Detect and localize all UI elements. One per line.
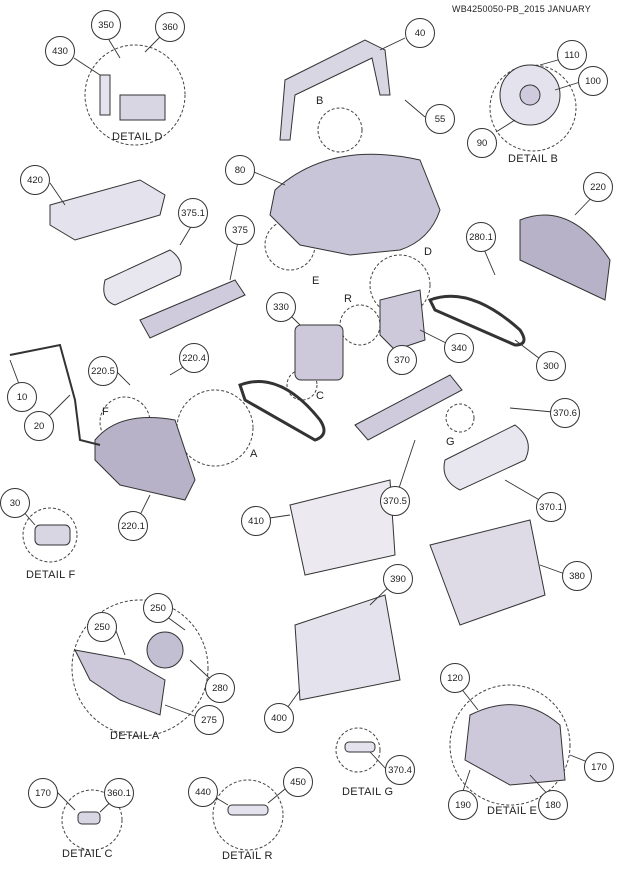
callout-100: 100 <box>578 66 608 96</box>
callout-340: 340 <box>444 333 474 363</box>
callout-250-left: 250 <box>87 612 117 642</box>
callout-250-right: 250 <box>143 593 173 623</box>
callout-410: 410 <box>241 506 271 536</box>
callout-90: 90 <box>467 128 497 158</box>
detail-c-label: DETAIL C <box>62 848 113 860</box>
document-id: WB4250050-PB_2015 JANUARY <box>452 4 591 14</box>
callout-390: 390 <box>383 564 413 594</box>
detail-d-label: DETAIL D <box>112 131 163 143</box>
callout-120: 120 <box>440 663 470 693</box>
callout-55: 55 <box>425 104 455 134</box>
callout-180: 180 <box>538 790 568 820</box>
callout-375-1: 375.1 <box>178 198 208 228</box>
callout-10: 10 <box>7 382 37 412</box>
callout-370-1: 370.1 <box>536 492 566 522</box>
callout-220-4: 220.4 <box>179 343 209 373</box>
callout-370-4: 370.4 <box>385 755 415 785</box>
detail-a-label: DETAIL A <box>110 730 160 742</box>
detail-f-label: DETAIL F <box>26 569 76 581</box>
letter-b: B <box>316 95 324 107</box>
callout-40: 40 <box>405 18 435 48</box>
callout-350: 350 <box>91 10 121 40</box>
callout-370-6: 370.6 <box>550 398 580 428</box>
callout-360: 360 <box>155 12 185 42</box>
callout-370: 370 <box>387 345 417 375</box>
letter-c: C <box>316 390 324 402</box>
callout-330: 330 <box>266 292 296 322</box>
callout-450: 450 <box>283 767 313 797</box>
letter-d: D <box>424 246 432 258</box>
letter-f: F <box>102 406 109 418</box>
letter-a: A <box>250 448 258 460</box>
callout-20: 20 <box>24 411 54 441</box>
callout-400: 400 <box>264 703 294 733</box>
letter-g: G <box>446 436 455 448</box>
detail-e-label: DETAIL E <box>487 805 538 817</box>
detail-b-label: DETAIL B <box>508 153 559 165</box>
callout-110: 110 <box>557 40 587 70</box>
callout-280: 280 <box>205 673 235 703</box>
callout-30: 30 <box>0 488 30 518</box>
callout-220-5: 220.5 <box>88 356 118 386</box>
callout-220-1: 220.1 <box>118 511 148 541</box>
callout-370-5: 370.5 <box>380 486 410 516</box>
callout-275: 275 <box>194 705 224 735</box>
detail-g-label: DETAIL G <box>342 786 394 798</box>
callout-360-1: 360.1 <box>104 778 134 808</box>
callout-80: 80 <box>225 155 255 185</box>
callout-280-1: 280.1 <box>466 222 496 252</box>
callout-380: 380 <box>562 561 592 591</box>
callout-440: 440 <box>188 777 218 807</box>
detail-r-label: DETAIL R <box>222 850 273 862</box>
letter-e: E <box>312 275 320 287</box>
callout-170-right: 170 <box>584 752 614 782</box>
callout-300: 300 <box>536 351 566 381</box>
letter-r: R <box>344 293 352 305</box>
callout-420: 420 <box>20 165 50 195</box>
callout-190: 190 <box>448 790 478 820</box>
callout-375: 375 <box>225 215 255 245</box>
callout-170-left: 170 <box>28 778 58 808</box>
callout-430: 430 <box>45 36 75 66</box>
callout-220: 220 <box>583 172 613 202</box>
